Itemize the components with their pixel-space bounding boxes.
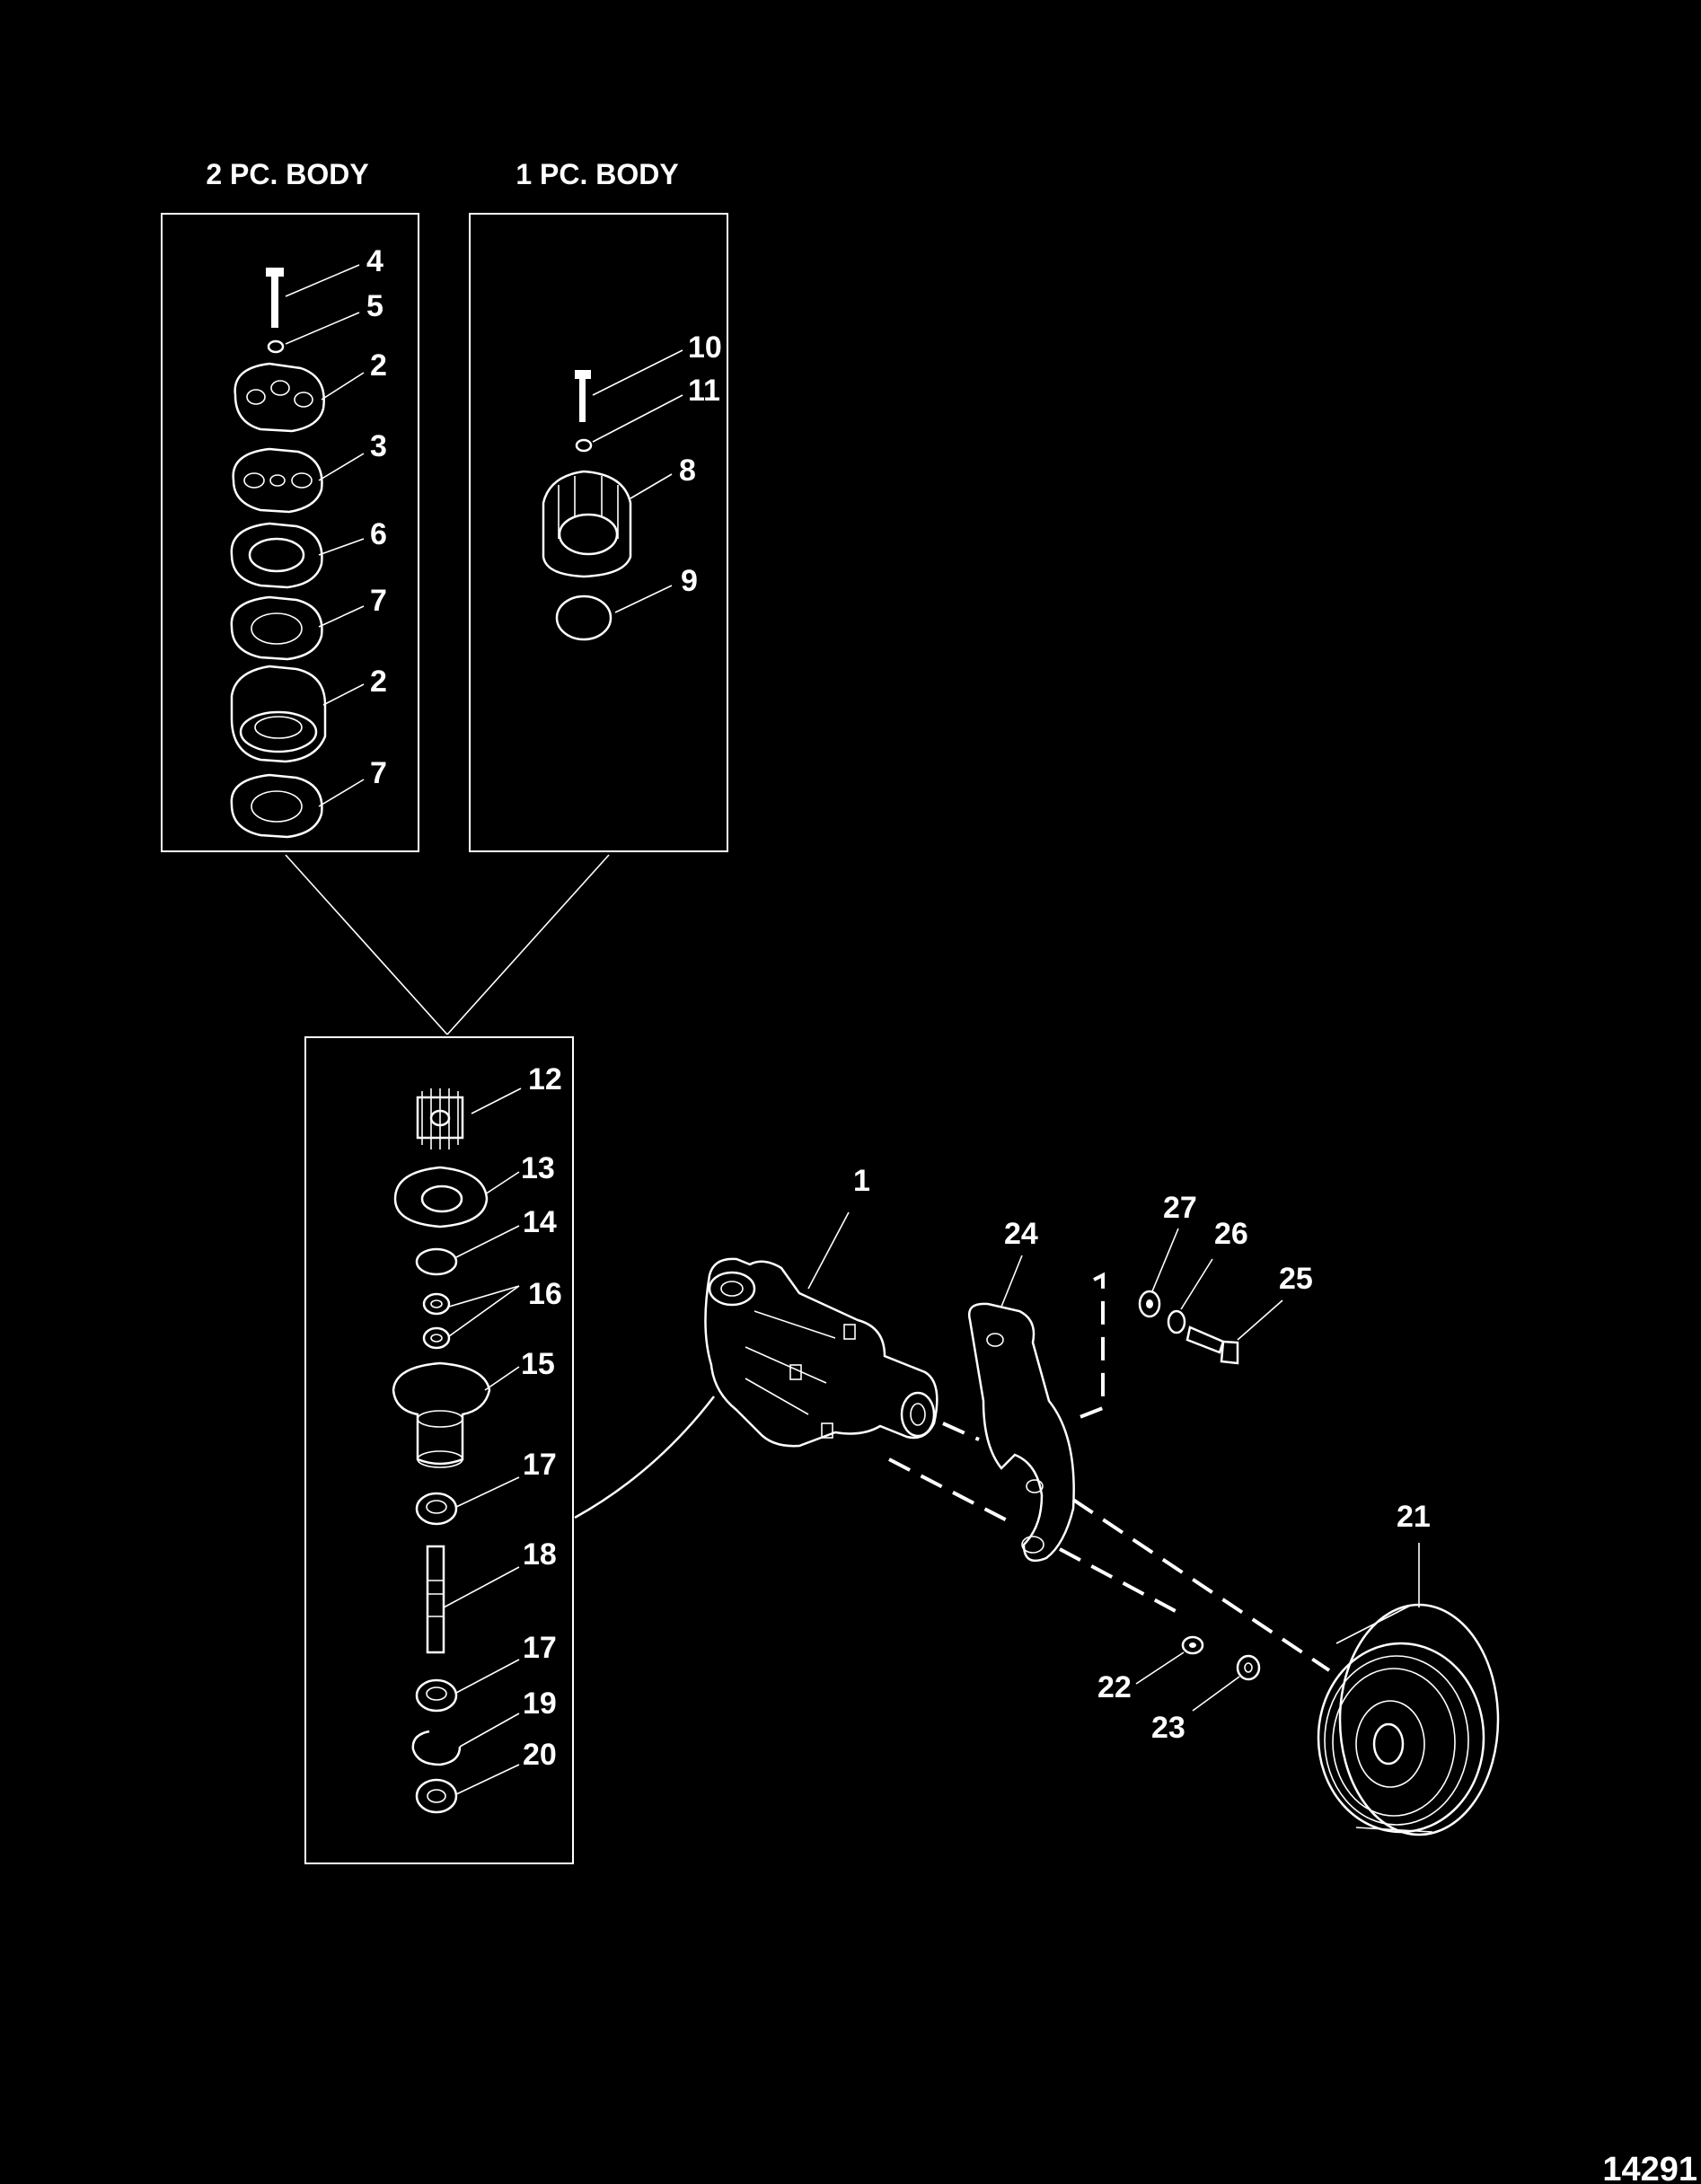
callout-24: 24 <box>1004 1217 1038 1251</box>
leaders-lower-panel <box>443 1088 522 1795</box>
part-washer-20 <box>415 1778 458 1814</box>
callout-7-lower: 7 <box>370 756 387 790</box>
part-body-2-lower <box>230 665 327 763</box>
callout-17-upper: 17 <box>523 1448 557 1482</box>
part-pulley-21 <box>1317 1603 1500 1836</box>
part-o-ring-9 <box>555 594 613 641</box>
callout-23: 23 <box>1151 1711 1185 1745</box>
panel-title-2pc-body: 2 PC. BODY <box>206 158 368 190</box>
callout-1: 1 <box>853 1164 870 1198</box>
part-washer-11 <box>575 438 593 453</box>
callout-18: 18 <box>523 1537 557 1572</box>
callout-25: 25 <box>1279 1262 1313 1296</box>
callout-16: 16 <box>528 1277 562 1311</box>
callout-17-lower: 17 <box>523 1631 557 1665</box>
part-gasket-7-lower <box>230 773 323 839</box>
leaders-hardware <box>1151 1228 1283 1341</box>
part-plate-6 <box>230 522 323 589</box>
callout-11: 11 <box>688 374 720 408</box>
part-washer-27 <box>1138 1290 1161 1318</box>
part-screw-4 <box>266 268 284 328</box>
callout-13: 13 <box>521 1151 555 1185</box>
callout-27: 27 <box>1163 1191 1197 1225</box>
callout-26: 26 <box>1214 1217 1248 1251</box>
part-pump-assembly-1 <box>704 1257 939 1448</box>
part-nut-22 <box>1181 1635 1204 1655</box>
part-gasket-3 <box>232 447 323 514</box>
callout-14: 14 <box>523 1205 557 1239</box>
leaders-nut-washer <box>1135 1651 1240 1712</box>
part-bracket-24 <box>967 1302 1075 1563</box>
dashed-alignment-lines <box>888 1272 1331 1672</box>
leaders-1pc <box>592 349 683 613</box>
callout-9: 9 <box>681 564 698 598</box>
part-screw-10 <box>575 370 591 422</box>
part-pump-body-8 <box>542 470 632 578</box>
part-screw-25 <box>1185 1325 1239 1365</box>
part-o-ring-14 <box>415 1247 458 1276</box>
callout-8: 8 <box>679 454 696 488</box>
callout-7-upper: 7 <box>370 584 387 618</box>
leaders-2pc <box>285 264 365 807</box>
callout-19: 19 <box>523 1686 557 1721</box>
part-bearing-17-lower <box>415 1678 458 1713</box>
callout-22: 22 <box>1097 1670 1132 1704</box>
part-plate-13 <box>393 1166 489 1228</box>
part-washer-5 <box>267 339 285 354</box>
part-gasket-7-upper <box>230 595 323 661</box>
callout-21: 21 <box>1397 1500 1431 1534</box>
part-seals-16 <box>422 1292 451 1350</box>
part-shaft-18 <box>426 1545 445 1654</box>
panel-pump-internals <box>304 1036 574 1864</box>
callout-6: 6 <box>370 517 387 551</box>
panel-connector-lines <box>285 854 610 1035</box>
part-bearing-17-upper <box>415 1492 458 1526</box>
callout-2-lower: 2 <box>370 665 387 699</box>
part-lockwasher-26 <box>1167 1309 1186 1334</box>
panel-2pc-body <box>161 213 419 852</box>
callout-3: 3 <box>370 429 387 463</box>
panel-to-pump-connector <box>574 1396 715 1519</box>
callout-5: 5 <box>366 289 383 323</box>
callout-10: 10 <box>688 330 722 365</box>
callout-20: 20 <box>523 1738 557 1772</box>
leader-1 <box>807 1211 850 1290</box>
part-washer-23 <box>1236 1654 1261 1681</box>
panel-title-1pc-body: 1 PC. BODY <box>516 158 678 190</box>
callout-2-upper: 2 <box>370 348 387 383</box>
part-body-plate-2 <box>234 362 325 433</box>
part-housing-15 <box>392 1361 491 1468</box>
panel-1pc-body <box>469 213 728 852</box>
callout-4: 4 <box>366 244 383 278</box>
part-snap-ring-19 <box>411 1730 462 1766</box>
callout-12: 12 <box>528 1062 562 1096</box>
part-impeller-12 <box>416 1088 464 1149</box>
callout-15: 15 <box>521 1347 555 1381</box>
figure-number: 14291 <box>1602 2151 1697 2184</box>
leader-24 <box>1000 1255 1023 1308</box>
